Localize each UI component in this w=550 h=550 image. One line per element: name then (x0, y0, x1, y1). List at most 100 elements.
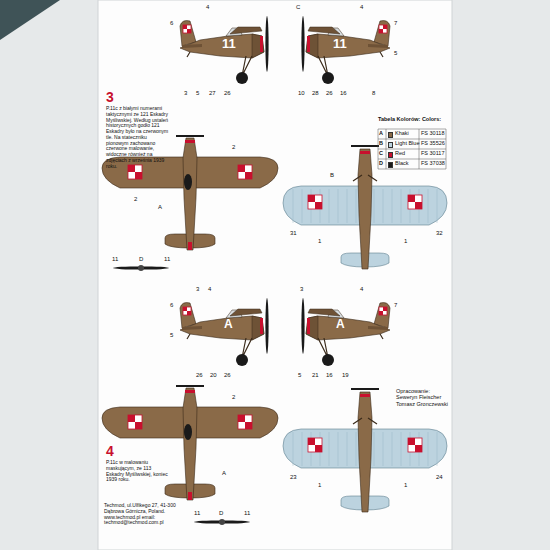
side-profile (180, 16, 269, 84)
callout-number: 21 (312, 372, 319, 379)
cowling (306, 34, 318, 58)
callout-number: 3 (300, 286, 303, 293)
legend-swatch (388, 132, 393, 138)
callout-number: 1 (404, 482, 407, 489)
callout-number: 3 (184, 90, 187, 97)
callout-number: 7 (394, 20, 397, 27)
callout-number: 1 (404, 238, 407, 245)
callout-number: 11 (112, 256, 118, 263)
cockpit (184, 174, 192, 190)
fuselage (358, 149, 372, 269)
callout-number: 23 (290, 474, 297, 481)
cowl-ring (307, 36, 310, 52)
callout-number: 6 (170, 20, 173, 27)
callout-number: 6 (170, 302, 173, 309)
callout-number: 2 (232, 144, 235, 151)
side-profile (301, 16, 390, 84)
checker-insignia (379, 307, 387, 315)
callout-number: 4 (206, 4, 209, 11)
table-cell: FS 35526 (421, 140, 445, 146)
checker-insignia (183, 307, 191, 315)
tail-skid (380, 334, 383, 339)
fuselage (180, 34, 264, 58)
tail-skid (380, 52, 383, 57)
tailplane (182, 44, 202, 48)
callout-number: 1 (318, 482, 321, 489)
callout-number: 4 (208, 286, 211, 293)
table-cell: B (379, 140, 383, 146)
publisher-address: Techmod, ul.Ulfikego 27, 41-300 Dąbrowa … (104, 503, 186, 526)
color-table (378, 129, 446, 169)
checker-insignia (238, 165, 252, 179)
fuselage (183, 138, 197, 250)
propeller-front (194, 519, 250, 525)
cowling (252, 34, 264, 58)
tailplane (368, 44, 388, 48)
callout-number: 16 (326, 372, 333, 379)
bottom-view (283, 145, 447, 269)
callout-number: 2 (232, 394, 235, 401)
callout-number: 5 (298, 372, 301, 379)
tailplane (182, 326, 202, 330)
fuselage (306, 34, 390, 58)
checker-insignia (408, 438, 422, 452)
propeller (301, 298, 304, 354)
callout-number: 26 (224, 372, 231, 379)
tailplane (368, 326, 388, 330)
wheel (236, 354, 248, 366)
callout-number: 26 (326, 90, 333, 97)
callout-number: 5 (394, 50, 397, 57)
wing-edge (308, 309, 340, 316)
cockpit (184, 424, 192, 440)
propeller (351, 388, 379, 390)
cowl-ring (360, 151, 370, 154)
table-cell: FS 30117 (421, 150, 444, 156)
cowling (252, 316, 264, 340)
cowl-ring (260, 318, 263, 334)
fin (180, 21, 196, 46)
fuselage (306, 316, 390, 340)
tactical-number: 11 (222, 37, 236, 52)
cowl-ring (360, 394, 370, 397)
legend-text: Black (395, 160, 408, 166)
variant-number: 3 (106, 89, 114, 105)
legend-text: Khaki (395, 130, 409, 136)
callout-number: 11 (244, 510, 250, 517)
callout-number: 11 (194, 510, 200, 517)
callout-number: 31 (290, 230, 297, 237)
tail-skid (187, 334, 190, 339)
propeller (265, 298, 268, 354)
legend-swatch (388, 142, 393, 148)
callout-number: 1 (318, 238, 321, 245)
table-cell: FS 37038 (421, 160, 445, 166)
callout-number: 19 (342, 372, 349, 379)
callout-number: 32 (436, 230, 443, 237)
rudder (188, 492, 192, 500)
callout-number: 3 (196, 286, 199, 293)
checker-insignia (379, 25, 387, 33)
callout-number: 10 (298, 90, 305, 97)
callout-number: 27 (209, 90, 216, 97)
callout-number: A (222, 470, 226, 477)
callout-number: A (158, 204, 162, 211)
credits: Opracowanie: Seweryn Fleischer Tomasz Gr… (396, 388, 448, 407)
wing-edge (308, 27, 340, 34)
table-cell: D (379, 160, 383, 166)
checker-insignia (308, 438, 322, 452)
checker-insignia (128, 415, 142, 429)
fuselage (358, 392, 372, 512)
wing-edge (230, 309, 262, 316)
side-profile (301, 298, 390, 366)
fin (374, 303, 390, 328)
callout-number: 26 (196, 372, 203, 379)
wing-edge (230, 27, 262, 34)
variant-note: P.11c w malowaniu maskującym, ze 113 Esk… (106, 460, 170, 483)
tactical-letter: A (224, 318, 233, 332)
legend-text: Red (395, 150, 405, 156)
checker-insignia (238, 415, 252, 429)
callout-number: 4 (360, 286, 363, 293)
callout-number: 16 (340, 90, 347, 97)
top-view (102, 385, 278, 500)
table-cell: FS 30118 (421, 130, 444, 136)
